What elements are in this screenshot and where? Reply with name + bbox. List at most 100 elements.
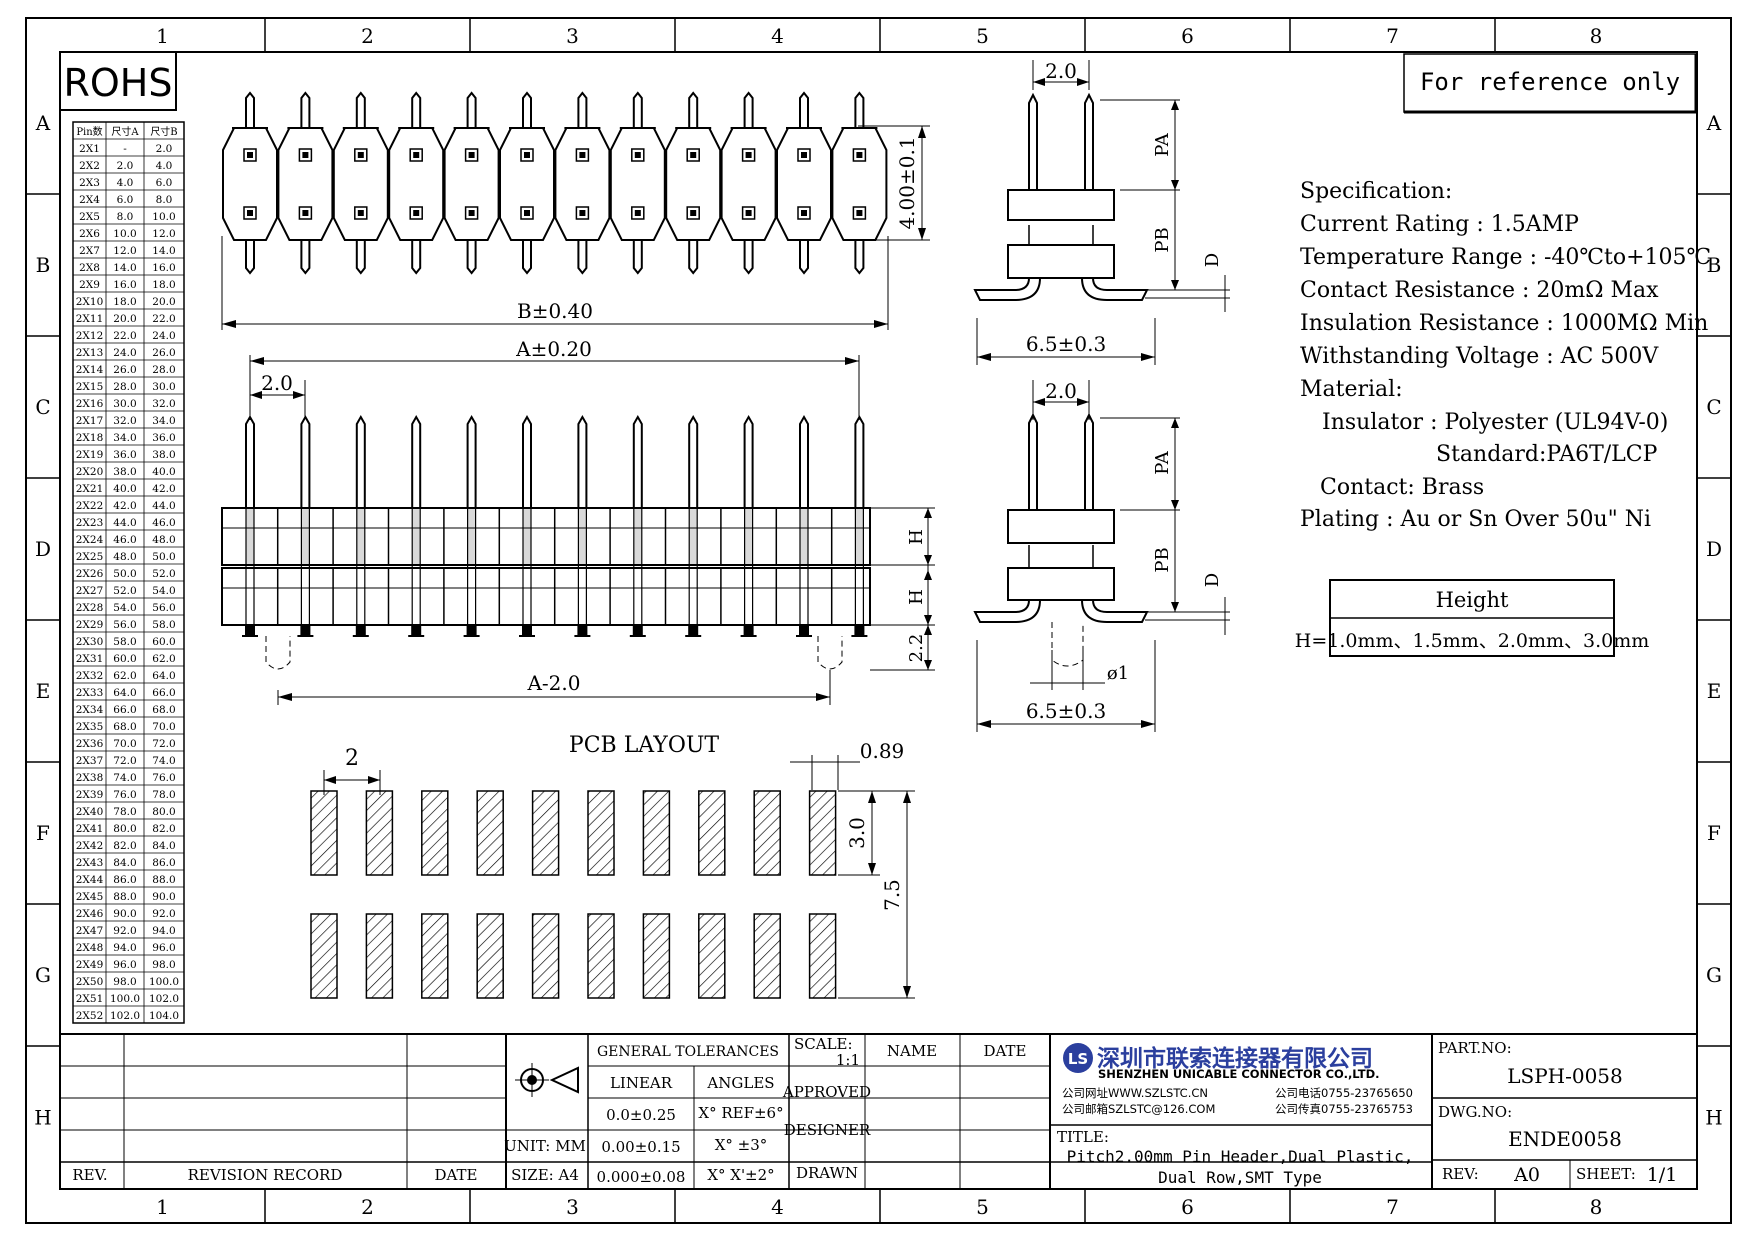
table-cell: 54.0 (113, 602, 136, 614)
row-label: A (1706, 111, 1722, 135)
table-cell: 96.0 (113, 959, 136, 971)
row-label: F (1707, 821, 1721, 845)
a-minus-dim: A-2.0 (526, 671, 580, 695)
date-header: DATE (984, 1042, 1027, 1060)
side-pin-right (1084, 92, 1094, 191)
table-cell: 2X7 (79, 245, 100, 257)
diameter-dim: ø1 (1107, 663, 1129, 684)
pin-square-fill (579, 152, 586, 158)
table-cell: - (123, 143, 127, 155)
table-cell: 82.0 (113, 840, 136, 852)
table-cell: 2X9 (79, 279, 100, 291)
table-cell: 14.0 (113, 262, 136, 274)
pin-square-fill (690, 152, 697, 158)
smt-foot (743, 625, 754, 636)
table-cell: 28.0 (152, 364, 175, 376)
row-label: B (1707, 253, 1722, 277)
table-cell: 2X11 (76, 313, 104, 325)
pin-square-top (686, 148, 700, 162)
pin-through-housing (800, 508, 808, 565)
table-cell: 2X25 (76, 551, 104, 563)
pin-square-top (797, 148, 811, 162)
table-cell: 2X19 (76, 449, 104, 461)
table-cell: 2X35 (76, 721, 104, 733)
pin-housing (776, 127, 832, 241)
table-header: 尺寸A (111, 125, 139, 138)
side-housing-lower (1007, 244, 1115, 279)
top-view-drawing (222, 91, 888, 275)
pin-bottom-lead (799, 239, 809, 275)
table-cell: 2X34 (76, 704, 104, 716)
company-email: 公司邮箱SZLSTC@126.COM (1062, 1102, 1215, 1116)
pin-square-bottom (686, 206, 700, 220)
pin-housing (831, 127, 888, 241)
pin-through-housing (689, 508, 698, 565)
table-cell: 2X17 (76, 415, 104, 427)
pin-front-lead (632, 414, 643, 509)
table-cell: 58.0 (152, 619, 175, 631)
pin-square-top (631, 148, 645, 162)
table-cell: 50.0 (113, 568, 136, 580)
pin-square-top (354, 148, 368, 162)
pin-through-housing (467, 508, 476, 565)
side-foot-left (973, 277, 1041, 301)
pb-dim-1: PB (1152, 227, 1173, 252)
table-cell: 34.0 (152, 415, 175, 427)
height-options-box: Height H=1.0mm、1.5mm、2.0mm、3.0mm (1295, 579, 1649, 657)
dwg-no-value: ENDE0058 (1508, 1127, 1622, 1151)
pin-square-bottom (354, 206, 368, 220)
side-foot-right (1081, 277, 1149, 301)
logo-text: LS (1068, 1050, 1088, 1068)
pin-housing (443, 127, 500, 241)
smt-foot (799, 625, 809, 636)
pin-square-bottom (797, 206, 811, 220)
spec-contact-resistance: Contact Resistance : 20mΩ Max (1300, 278, 1659, 303)
size-label: SIZE: A4 (511, 1166, 579, 1184)
column-label: 5 (976, 24, 989, 48)
pin-square-fill (801, 152, 807, 158)
pin-square-bottom (575, 206, 590, 220)
d-dim-1: D (1202, 253, 1223, 267)
pin-square-fill (302, 152, 309, 158)
table-cell: 8.0 (117, 211, 134, 223)
pin-square-fill (745, 152, 752, 158)
pin-square-top (852, 148, 867, 162)
pin-housing (222, 127, 278, 241)
column-label: 4 (771, 1195, 784, 1219)
table-cell: 2X52 (76, 1010, 104, 1022)
pin-through-housing (523, 508, 531, 565)
pin-housing (388, 127, 445, 241)
table-cell: 70.0 (113, 738, 136, 750)
company-tel: 公司电话0755-23765650 (1275, 1086, 1413, 1100)
row-dividers (26, 193, 1731, 1047)
table-cell: 86.0 (152, 857, 175, 869)
pin-bottom-lead (355, 239, 366, 275)
table-cell: 2X1 (79, 143, 100, 155)
table-cell: 42.0 (152, 483, 175, 495)
side-pin-left (1028, 412, 1038, 511)
spec-current-rating: Current Rating : 1.5AMP (1300, 212, 1579, 237)
table-cell: 90.0 (152, 891, 175, 903)
column-label: 6 (1181, 1195, 1194, 1219)
pin-square-bottom (520, 206, 534, 220)
pin-front-lead (300, 414, 311, 509)
pin-front-lead (466, 414, 477, 509)
pin-housing (499, 127, 555, 241)
table-cell: 2X31 (76, 653, 104, 665)
rohs-label: ROHS (63, 61, 172, 105)
pcb-pad-grid (310, 790, 837, 999)
tol-linear-3: 0.000±0.08 (597, 1168, 686, 1186)
pcb-pad-bottom (753, 913, 781, 999)
pin-square-fill (302, 210, 309, 216)
table-cell: 92.0 (152, 908, 175, 920)
row-label: D (1706, 537, 1722, 561)
row-span-dim: 7.5 (880, 879, 904, 911)
table-cell: 76.0 (152, 772, 175, 784)
tol-angle-3: X° X'±2° (707, 1166, 774, 1184)
smt-foot (466, 625, 477, 636)
pcb-pad-bottom (365, 913, 394, 999)
pin-top-lead (786, 91, 822, 129)
front-view-drawing (221, 414, 871, 670)
table-cell: 2X38 (76, 772, 104, 784)
table-cell: 94.0 (152, 925, 175, 937)
